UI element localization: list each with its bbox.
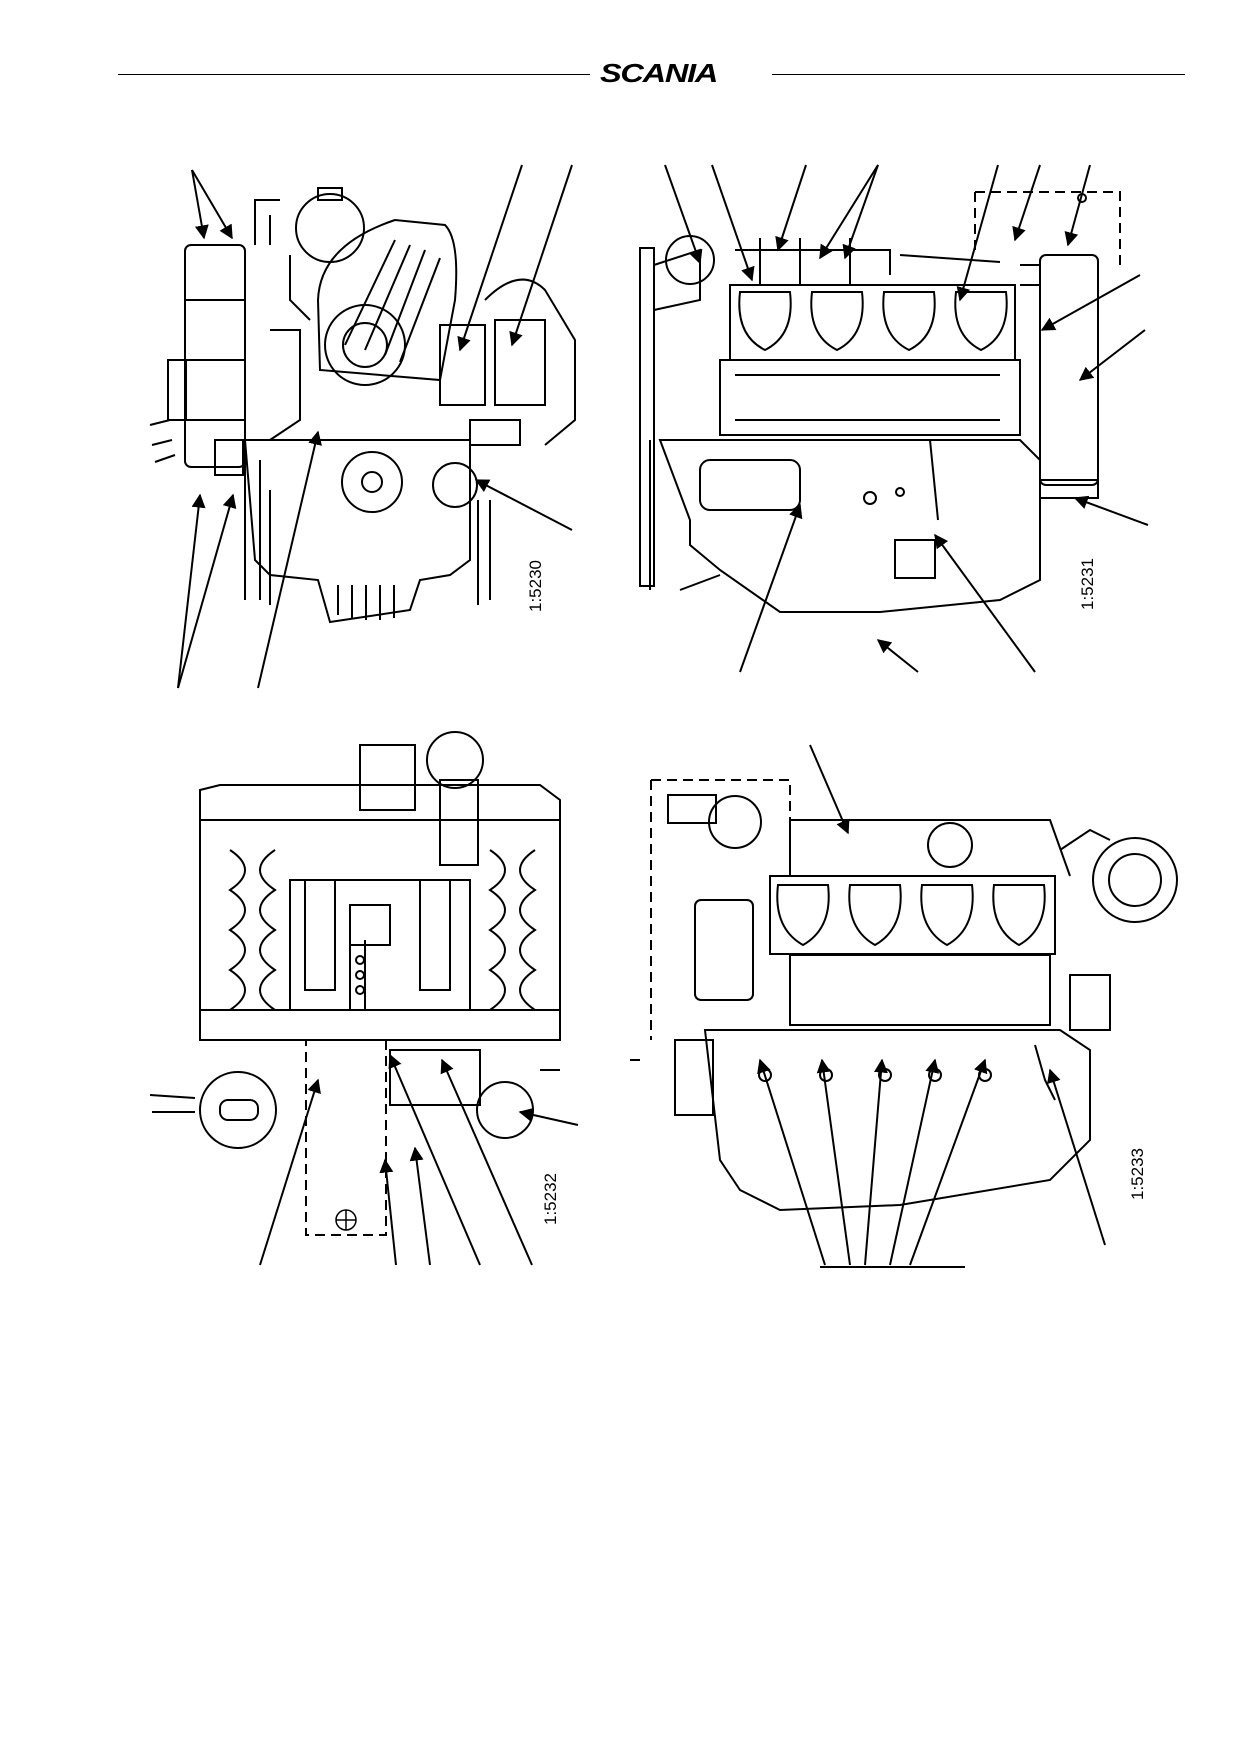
- right-view-leaders: [630, 744, 1106, 1268]
- front-view-leaders: [177, 164, 573, 689]
- figure-code-1: 1:5230: [526, 560, 545, 612]
- engine-top-view: [149, 731, 561, 1236]
- top-view-leaders: [259, 1053, 579, 1266]
- figure-code-3: 1:5232: [541, 1173, 560, 1225]
- engine-front-view: [149, 187, 576, 624]
- scania-logo: SCANIA: [600, 58, 718, 88]
- figure-code-4: 1:5233: [1128, 1148, 1147, 1200]
- figure-code-2: 1:5231: [1078, 558, 1097, 610]
- fuel-symbol: [335, 1209, 357, 1231]
- engine-right-view: [650, 779, 1178, 1212]
- left-view-leaders: [664, 164, 1149, 673]
- engine-left-view: [639, 191, 1121, 613]
- header-rule-right: [772, 74, 1185, 75]
- header-rule-left: [118, 74, 590, 75]
